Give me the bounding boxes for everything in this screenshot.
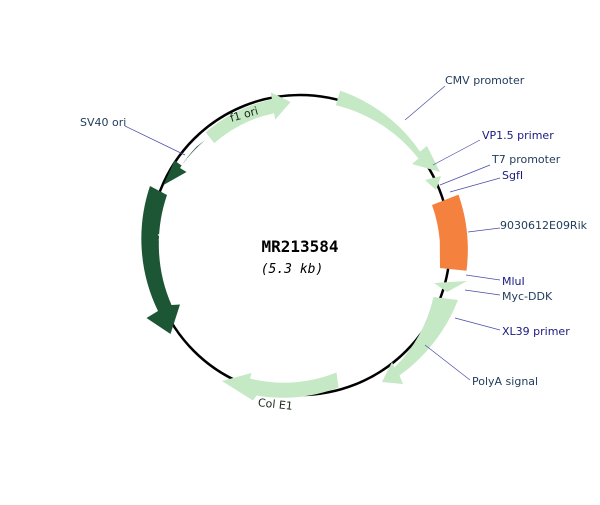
col-e1-segment-label: Col E1	[257, 396, 293, 413]
col-e1-segment	[222, 372, 339, 401]
sv40-leader	[124, 125, 186, 156]
plasmid-name: MR213584	[261, 237, 338, 256]
xl39-primer-label: XL39 primer	[502, 325, 570, 338]
mlui-label: MluI	[502, 275, 525, 288]
t7-promoter-label: T7 promoter	[491, 153, 561, 166]
insert-label: 9030612E09Rik	[500, 219, 588, 232]
myc-ddk-marker	[434, 281, 467, 292]
polya-signal-segment	[382, 297, 458, 384]
polya-signal-label: PolyA signal	[472, 375, 538, 388]
insert-segment	[432, 194, 468, 271]
vp15-leader	[432, 139, 481, 166]
cmv-promoter-segment	[335, 90, 440, 172]
kan-neo-segment	[141, 186, 180, 334]
myc-ddk-label: Myc-DDK	[502, 290, 553, 303]
insert-leader	[467, 227, 501, 233]
sgfi-leader	[449, 177, 501, 193]
sv40-ori-label: SV40 ori	[80, 116, 126, 129]
xl39-leader	[454, 317, 501, 331]
t7-leader	[439, 164, 491, 186]
myc-ddk-leader	[464, 289, 501, 296]
t7-promoter-marker	[425, 176, 441, 190]
cmv-promoter-label: CMV promoter	[445, 74, 525, 87]
f1-ori-segment	[205, 92, 291, 144]
sv40-ori-segment	[163, 140, 206, 185]
cmv-leader	[404, 85, 446, 121]
polya-leader	[424, 344, 471, 381]
vp15-primer-label: VP1.5 primer	[482, 129, 554, 142]
sgfi-label: SgfI	[502, 169, 523, 182]
mlui-leader	[465, 274, 501, 281]
plasmid-size: (5.3 kb)	[261, 262, 324, 277]
